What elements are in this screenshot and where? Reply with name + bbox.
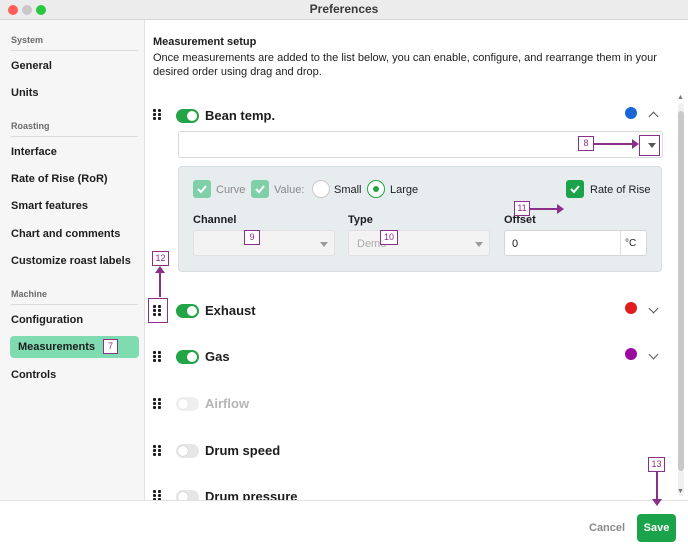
scroll-up-arrow-icon[interactable]: ▲ — [677, 94, 684, 101]
sidebar-item-general[interactable]: General — [11, 60, 52, 72]
annotation-arrow — [530, 208, 560, 210]
sidebar-item-label: Measurements — [18, 341, 96, 353]
value-checkbox[interactable] — [251, 180, 269, 198]
scroll-down-arrow-icon[interactable]: ▼ — [677, 488, 684, 495]
save-button[interactable]: Save — [637, 514, 676, 542]
divider — [11, 50, 138, 51]
sidebar-section-machine: Machine — [11, 289, 48, 299]
annotation-13: 13 — [648, 457, 665, 472]
large-radio[interactable] — [367, 180, 385, 198]
chevron-down-icon — [475, 242, 483, 247]
annotation-arrowhead — [632, 139, 639, 149]
sidebar-section-roasting: Roasting — [11, 121, 50, 131]
annotation-arrowhead — [652, 499, 662, 506]
divider — [11, 136, 138, 137]
chevron-up-icon[interactable] — [648, 111, 659, 122]
scrollbar-track[interactable] — [678, 103, 684, 496]
annotation-8: 8 — [578, 136, 594, 151]
drum-speed-toggle[interactable] — [176, 444, 199, 458]
annotation-7: 7 — [103, 339, 118, 354]
annotation-arrowhead — [155, 266, 165, 273]
offset-unit: °C — [625, 238, 637, 249]
annotation-12: 12 — [152, 251, 169, 266]
type-select[interactable]: Demo — [348, 230, 490, 256]
window-title: Preferences — [309, 2, 379, 16]
divider — [11, 304, 138, 305]
drag-handle-icon[interactable] — [153, 490, 163, 500]
annotation-arrowhead — [557, 204, 564, 214]
footer: Cancel Save — [0, 500, 688, 553]
sidebar-item-customize-roast-labels[interactable]: Customize roast labels — [11, 255, 131, 267]
sidebar-item-rate-of-rise[interactable]: Rate of Rise (RoR) — [11, 173, 108, 185]
drag-handle-icon[interactable] — [153, 351, 163, 363]
bean-temp-toggle[interactable] — [176, 109, 199, 123]
divider — [620, 231, 621, 255]
measurement-name: Bean temp. — [205, 108, 276, 123]
sidebar-section-system: System — [11, 35, 44, 45]
annotation-highlight — [148, 298, 168, 323]
type-value: Demo — [357, 238, 387, 250]
small-label: Small — [334, 184, 362, 196]
chevron-down-icon — [320, 242, 328, 247]
offset-input[interactable]: 0 °C — [504, 230, 647, 256]
chevron-down-icon[interactable] — [648, 349, 659, 360]
drag-handle-icon[interactable] — [153, 398, 163, 410]
annotation-arrow — [656, 472, 658, 499]
color-swatch[interactable] — [625, 107, 637, 119]
list-item: Drum pressure — [145, 488, 675, 500]
chevron-down-icon — [648, 143, 656, 148]
large-label: Large — [390, 184, 419, 196]
annotation-highlight — [639, 135, 660, 156]
close-window-button[interactable] — [8, 5, 18, 15]
measurement-name: Exhaust — [205, 303, 256, 318]
title-bar: Preferences — [0, 0, 688, 20]
cancel-button[interactable]: Cancel — [589, 522, 626, 534]
rate-of-rise-checkbox[interactable] — [566, 180, 584, 198]
sidebar-item-configuration[interactable]: Configuration — [11, 314, 84, 326]
measurement-name: Gas — [205, 349, 230, 364]
offset-label: Offset — [504, 214, 536, 226]
offset-value: 0 — [512, 238, 519, 250]
sidebar: System General Units Roasting Interface … — [0, 20, 145, 500]
annotation-arrow — [159, 273, 161, 297]
curve-label: Curve — [216, 184, 246, 196]
section-description: Once measurements are added to the list … — [153, 52, 657, 78]
drag-handle-icon[interactable] — [153, 305, 163, 317]
small-radio[interactable] — [312, 180, 330, 198]
annotation-11: 11 — [514, 201, 530, 216]
measurement-name: Airflow — [205, 396, 250, 411]
sidebar-item-controls[interactable]: Controls — [11, 369, 57, 381]
annotation-9: 9 — [244, 230, 260, 245]
measurement-name: Drum pressure — [205, 489, 298, 500]
channel-label: Channel — [193, 214, 237, 226]
rate-of-rise-label: Rate of Rise — [590, 184, 651, 196]
sidebar-item-measurements[interactable]: Measurements — [10, 336, 139, 358]
sidebar-item-chart-and-comments[interactable]: Chart and comments — [11, 228, 121, 240]
gas-toggle[interactable] — [176, 350, 199, 364]
color-swatch[interactable] — [625, 348, 637, 360]
annotation-10: 10 — [380, 230, 398, 245]
scrollbar-thumb[interactable] — [678, 111, 684, 471]
airflow-toggle[interactable] — [176, 397, 199, 411]
measurement-config-panel: Curve Value: Small Large Rate of Rise Ch… — [178, 166, 662, 272]
color-swatch[interactable] — [625, 302, 637, 314]
curve-checkbox[interactable] — [193, 180, 211, 198]
minimize-window-button[interactable] — [22, 5, 32, 15]
drum-pressure-toggle[interactable] — [176, 490, 199, 500]
main-panel: Measurement setup Once measurements are … — [145, 20, 688, 500]
annotation-arrow — [594, 143, 634, 145]
channel-select[interactable] — [193, 230, 335, 256]
type-label: Type — [348, 214, 373, 226]
sidebar-item-interface[interactable]: Interface — [11, 146, 57, 158]
sidebar-item-smart-features[interactable]: Smart features — [11, 200, 89, 212]
value-label: Value: — [274, 184, 305, 196]
drag-handle-icon[interactable] — [153, 109, 163, 121]
measurement-name: Drum speed — [205, 443, 281, 458]
zoom-window-button[interactable] — [36, 5, 46, 15]
exhaust-toggle[interactable] — [176, 304, 199, 318]
drag-handle-icon[interactable] — [153, 445, 163, 457]
chevron-down-icon[interactable] — [648, 303, 659, 314]
sidebar-item-units[interactable]: Units — [11, 87, 39, 99]
section-heading: Measurement setup — [153, 36, 257, 48]
